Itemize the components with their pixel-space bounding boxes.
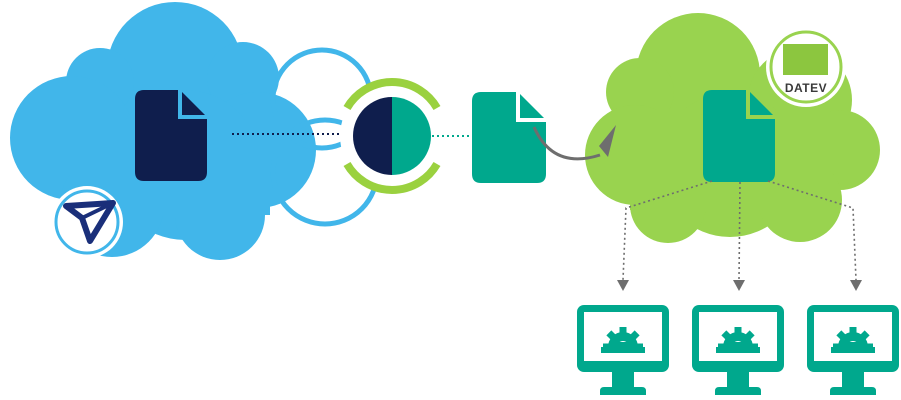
workstation-3-icon <box>807 305 899 395</box>
paper-plane-logo-icon <box>51 186 123 258</box>
curved-arrow-icon <box>532 125 616 161</box>
distribution-arrowheads <box>617 280 862 291</box>
half-circle-connector-icon <box>340 78 444 194</box>
transfer-document-icon <box>472 92 546 183</box>
datev-badge-label: DATEV <box>785 81 827 95</box>
workstation-1-icon <box>577 305 669 395</box>
workstation-2-icon <box>692 305 784 395</box>
distribution-lines <box>622 180 857 281</box>
source-document-icon <box>135 90 207 181</box>
datev-logo-icon: DATEV <box>766 27 846 107</box>
target-document-icon <box>703 90 775 182</box>
